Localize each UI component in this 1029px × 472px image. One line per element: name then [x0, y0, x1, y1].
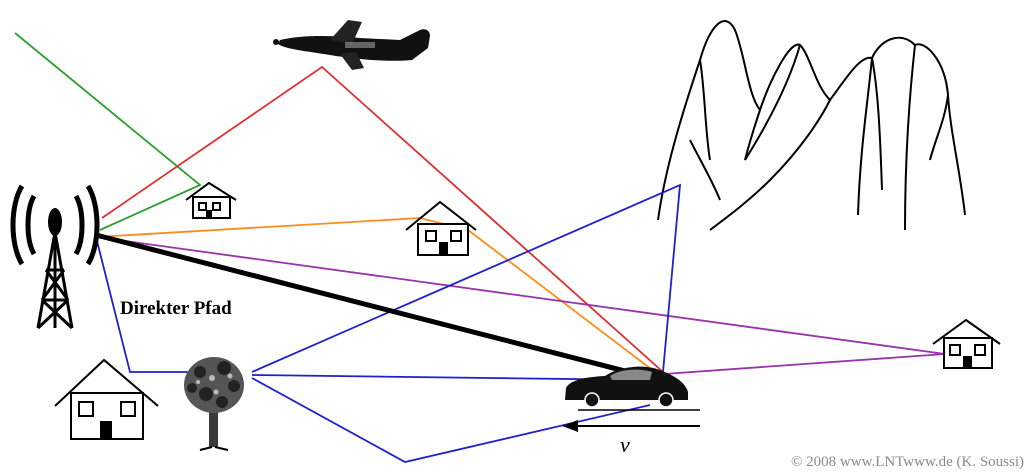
velocity-label: v	[620, 432, 630, 457]
car-icon	[565, 366, 700, 411]
airplane-icon	[273, 20, 430, 70]
propagation-paths	[14, 32, 946, 463]
far-reflection-path	[14, 32, 202, 231]
house-icon	[54, 358, 159, 440]
direct-path-line	[95, 232, 653, 381]
direct-path-label: Direkter Pfad	[120, 298, 232, 319]
house-icon	[405, 200, 477, 256]
antenna-tower-icon	[10, 184, 100, 330]
mountain-icon	[657, 20, 966, 231]
house-icon	[185, 181, 237, 219]
house-icon	[932, 318, 1001, 369]
ground-scatter-path	[95, 236, 190, 373]
mountain-scatter-path	[251, 183, 682, 373]
velocity-arrow	[562, 420, 700, 432]
tree-icon	[184, 357, 244, 451]
house-path	[95, 217, 656, 373]
aircraft-path	[101, 65, 664, 373]
copyright-label: © 2008 www.LNTwww.de (K. Soussi)	[791, 454, 1024, 470]
